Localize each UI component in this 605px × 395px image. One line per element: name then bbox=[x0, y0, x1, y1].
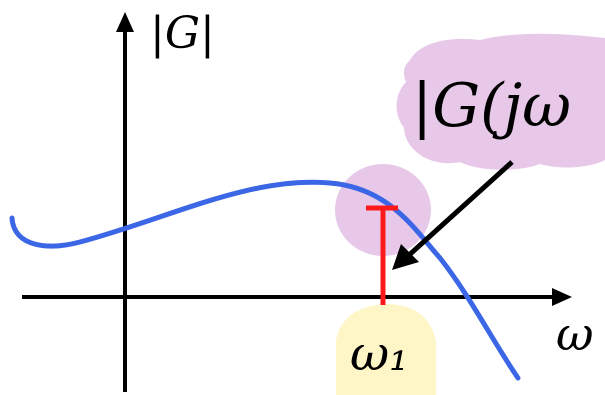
y-axis-label: |G| bbox=[150, 8, 215, 59]
callout-label: |G(jω bbox=[412, 71, 571, 141]
yellow-highlight bbox=[336, 304, 436, 395]
callout-arrowhead-icon bbox=[392, 244, 419, 270]
x-axis-arrowhead-icon bbox=[552, 288, 572, 306]
x-axis-label: ω bbox=[556, 307, 594, 361]
y-axis-arrowhead-icon bbox=[116, 12, 134, 32]
tick-label-omega1: ω₁ bbox=[350, 326, 408, 382]
callout-arrow-shaft bbox=[406, 160, 514, 258]
pink-highlight-callout bbox=[396, 33, 605, 170]
magnitude-curve bbox=[9, 179, 521, 381]
